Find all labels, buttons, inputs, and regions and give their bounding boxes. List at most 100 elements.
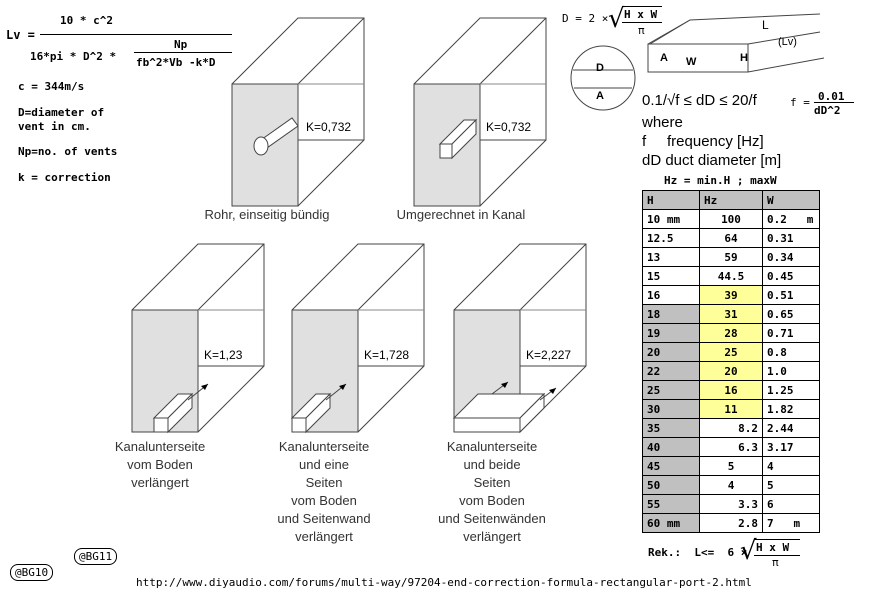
box-5-caption: Kanalunterseite und beide Seiten vom Bod… (418, 438, 566, 546)
cell-w: 4 (762, 456, 820, 476)
duct-label-lv: (Lv) (778, 36, 797, 48)
caption-line: verlängert (463, 529, 521, 544)
cell-w: 5 (762, 475, 820, 495)
cell-w: 1.25 (762, 380, 820, 400)
note-np: Np=no. of vents (18, 145, 118, 158)
note-d2: vent in cm. (18, 120, 91, 133)
formula-numerator: 10 * c^2 (60, 14, 113, 27)
box-5-k: K=2,227 (526, 348, 572, 362)
duct-label-h: H (740, 52, 748, 64)
box-3-caption: Kanalunterseite vom Boden verlängert (100, 438, 220, 492)
note-c: c = 344m/s (18, 80, 85, 93)
caption-line: Seiten (473, 475, 511, 490)
cell-hz: 6.3 (699, 437, 763, 457)
formula-inner-num: Np (174, 38, 188, 51)
cell-hz: 28 (699, 323, 763, 343)
d-frac-num: H x W (624, 8, 658, 21)
cell-h: 19 (642, 323, 700, 343)
d-equation: D = 2 × (562, 12, 609, 25)
cell-hz: 4 (699, 475, 763, 495)
rek-den: π (772, 556, 779, 569)
d-frac-den: π (638, 24, 645, 37)
cell-w: 0.65 (762, 304, 820, 324)
cell-hz: 59 (699, 247, 763, 267)
cell-hz: 64 (699, 228, 763, 248)
duct-label-w: W (686, 56, 697, 68)
caption-line: verlängert (131, 475, 189, 490)
cell-w: 1.0 (762, 361, 820, 381)
box-1-drawing (231, 17, 365, 207)
f-num: 0.01 (818, 90, 845, 103)
box-3-k: K=1,23 (204, 348, 243, 362)
stamp-bg11: @BG11 (74, 548, 118, 565)
formula-lhs: Lv = (6, 28, 35, 42)
hz-title: Hz = min.H ; maxW (664, 174, 777, 187)
box-2-caption: Umgerechnet in Kanal (380, 206, 542, 224)
box-2-drawing (413, 17, 547, 207)
cell-w: 2.44 (762, 418, 820, 438)
duct-label-a: A (660, 52, 668, 64)
rek-sqrt-sign: √ (740, 536, 757, 566)
stamp-bg10: @BG10 (10, 564, 54, 581)
dd-definition: dD duct diameter [m] (642, 152, 782, 169)
header-hz: Hz (699, 190, 763, 210)
cell-h: 35 (642, 418, 700, 438)
cell-hz: 16 (699, 380, 763, 400)
source-url[interactable]: http://www.diyaudio.com/forums/multi-way… (136, 576, 752, 589)
caption-line: vom Boden (127, 457, 193, 472)
cell-h: 18 (642, 304, 700, 324)
box-3-drawing (131, 243, 265, 434)
note-d1: D=diameter of (18, 106, 105, 119)
cell-h: 22 (642, 361, 700, 381)
formula-main-bar (40, 34, 232, 35)
cell-w: 0.31 (762, 228, 820, 248)
rek-label: Rek.: L<= 6 × (648, 546, 748, 559)
cell-w: 3.17 (762, 437, 820, 457)
box-4-caption: Kanalunterseite und eine Seiten vom Bode… (262, 438, 386, 546)
rek-bar (754, 555, 800, 556)
box-5-drawing (452, 243, 587, 434)
circle-drawing (570, 45, 636, 111)
cell-w: 6 (762, 494, 820, 514)
cell-h: 15 (642, 266, 700, 286)
caption-line: Seiten (305, 475, 343, 490)
caption-line: und Seitenwand (277, 511, 371, 526)
rek-num: H x W (756, 541, 790, 554)
cell-h: 13 (642, 247, 700, 267)
cell-hz: 20 (699, 361, 763, 381)
caption-line: Kanalunterseite (278, 439, 370, 454)
cell-h: 20 (642, 342, 700, 362)
box-1-k: K=0,732 (306, 120, 352, 134)
cell-h: 40 (642, 437, 700, 457)
cell-w: 1.82 (762, 399, 820, 419)
cell-w: 0.51 (762, 285, 820, 305)
cell-h: 50 (642, 475, 700, 495)
formula-inner-den: fb^2*Vb -k*D (136, 56, 216, 69)
cell-w: 0.71 (762, 323, 820, 343)
cell-h: 30 (642, 399, 700, 419)
cell-hz: 100 (699, 209, 763, 229)
cell-h: 25 (642, 380, 700, 400)
duct-drawing (647, 13, 825, 73)
cell-h: 12.5 (642, 228, 700, 248)
cell-h: 55 (642, 494, 700, 514)
f-bar (814, 102, 854, 103)
cell-hz: 11 (699, 399, 763, 419)
